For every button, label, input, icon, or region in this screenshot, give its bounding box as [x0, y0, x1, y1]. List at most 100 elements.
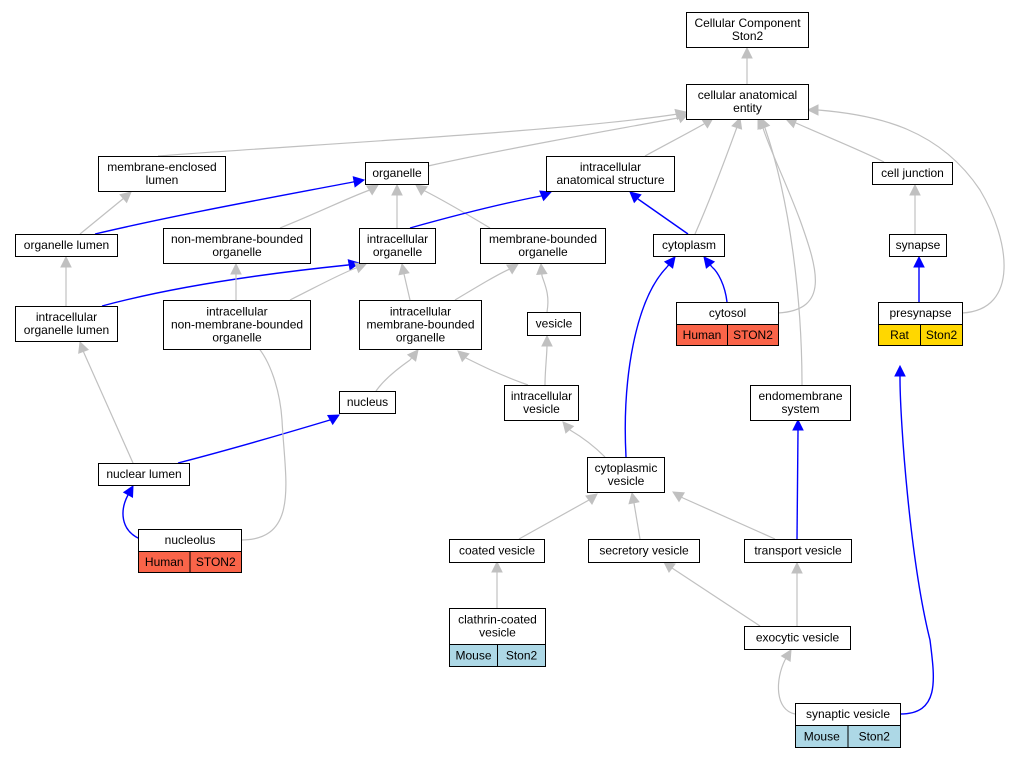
- node-cell-junction-label: cell junction: [881, 166, 944, 180]
- node-vesicle[interactable]: vesicle: [527, 312, 581, 336]
- node-intracellular-non-membrane-bounded-organelle-label: intracellular: [206, 305, 267, 319]
- node-cytosol-label: cytosol: [709, 306, 746, 320]
- edge-synaptic-vesicle-to-exocytic-vesicle-tail: [784, 658, 787, 661]
- edge-intracellular-vesicle-to-vesicle: [544, 344, 548, 386]
- node-organelle-lumen[interactable]: organelle lumen: [15, 234, 118, 257]
- node-nucleolus-label: nucleolus: [165, 533, 216, 547]
- node-coated-vesicle[interactable]: coated vesicle: [449, 539, 545, 563]
- node-cytoplasm[interactable]: cytoplasm: [653, 234, 725, 257]
- edge-organelle-lumen-to-organelle-arrowhead: [352, 176, 366, 188]
- node-cellular-anatomical-entity-box[interactable]: [686, 84, 809, 120]
- edge-endomembrane-system-to-cellular-anatomical-entity-arrowhead: [759, 116, 771, 130]
- node-intracellular-organelle-box[interactable]: [359, 228, 436, 264]
- node-cytosol-gene-cell: [727, 324, 779, 346]
- node-intracellular-organelle-lumen-label: intracellular: [36, 310, 97, 324]
- edge-intracellular-organelle-lumen-to-organelle-lumen-arrowhead: [60, 255, 72, 268]
- node-cytoplasmic-vesicle-box[interactable]: [587, 457, 665, 493]
- node-membrane-enclosed-lumen-box[interactable]: [98, 156, 226, 192]
- edge-intracellular-vesicle-to-intracellular-membrane-bounded-organelle-arrowhead: [457, 350, 470, 363]
- node-exocytic-vesicle-box[interactable]: [744, 626, 851, 650]
- node-non-membrane-bounded-organelle-label: organelle: [212, 245, 262, 259]
- edge-organelle-lumen-to-membrane-enclosed-lumen: [79, 197, 125, 235]
- edge-organelle-lumen-to-organelle: [94, 181, 354, 235]
- node-intracellular-organelle-label: intracellular: [367, 232, 428, 246]
- node-synaptic-vesicle-species: Mouse: [804, 730, 840, 744]
- node-synapse-box[interactable]: [889, 234, 947, 257]
- node-presynapse-label: presynapse: [889, 306, 951, 320]
- edge-intracellular-membrane-bounded-organelle-to-membrane-bounded-organelle: [454, 268, 511, 301]
- edge-transport-vesicle-to-cytoplasmic-vesicle-arrowhead: [672, 491, 685, 503]
- node-synapse[interactable]: synapse: [889, 234, 947, 257]
- edge-cytoplasm-to-intracellular-anatomical-structure-arrowhead: [629, 191, 642, 204]
- node-coated-vesicle-box[interactable]: [449, 539, 545, 563]
- node-intracellular-organelle-lumen-box[interactable]: [15, 306, 118, 342]
- node-intracellular-vesicle-box[interactable]: [504, 385, 579, 421]
- edge-transport-vesicle-to-cytoplasmic-vesicle-tail: [681, 496, 684, 499]
- node-cytoplasmic-vesicle-label: vesicle: [608, 474, 645, 488]
- node-organelle-lumen-box[interactable]: [15, 234, 118, 257]
- node-nucleus[interactable]: nucleus: [339, 391, 396, 414]
- node-cell-junction[interactable]: cell junction: [872, 162, 953, 185]
- node-endomembrane-system-label: endomembrane: [758, 389, 842, 403]
- node-intracellular-vesicle-label: intracellular: [511, 389, 572, 403]
- node-cellular-component-box[interactable]: [686, 12, 809, 48]
- node-non-membrane-bounded-organelle-box[interactable]: [163, 228, 311, 264]
- node-intracellular-anatomical-structure-box[interactable]: [546, 156, 675, 192]
- node-synapse-label: synapse: [896, 238, 941, 252]
- node-intracellular-non-membrane-bounded-organelle[interactable]: intracellularnon-membrane-boundedorganel…: [163, 300, 311, 350]
- node-intracellular-membrane-bounded-organelle-box[interactable]: [359, 300, 482, 350]
- node-nuclear-lumen-label: nuclear lumen: [106, 467, 181, 481]
- node-organelle-box[interactable]: [365, 162, 429, 185]
- node-nucleolus-species: Human: [145, 555, 184, 569]
- node-presynapse-gene: Ston2: [926, 328, 958, 342]
- node-nuclear-lumen[interactable]: nuclear lumen: [98, 463, 190, 486]
- edge-membrane-bounded-organelle-to-organelle: [422, 189, 491, 229]
- node-endomembrane-system-box[interactable]: [750, 385, 851, 421]
- node-nuclear-lumen-box[interactable]: [98, 463, 190, 486]
- node-intracellular-anatomical-structure-label: anatomical structure: [556, 173, 664, 187]
- edge-intracellular-organelle-to-intracellular-anatomical-structure-arrowhead: [539, 190, 553, 202]
- node-organelle[interactable]: organelle: [365, 162, 429, 185]
- node-exocytic-vesicle[interactable]: exocytic vesicle: [744, 626, 851, 650]
- edge-presynapse-to-synapse-arrowhead: [913, 255, 925, 268]
- edge-intracellular-vesicle-to-intracellular-membrane-bounded-organelle: [465, 357, 529, 386]
- edge-non-membrane-bounded-organelle-to-organelle: [279, 189, 371, 229]
- node-membrane-enclosed-lumen-label: lumen: [146, 173, 179, 187]
- node-transport-vesicle[interactable]: transport vesicle: [744, 539, 852, 563]
- node-intracellular-non-membrane-bounded-organelle-box[interactable]: [163, 300, 311, 350]
- node-nucleolus-gene: STON2: [196, 555, 236, 569]
- node-nucleus-box[interactable]: [339, 391, 396, 414]
- node-transport-vesicle-box[interactable]: [744, 539, 852, 563]
- node-cytoplasm-box[interactable]: [653, 234, 725, 257]
- node-clathrin-coated-vesicle-label: vesicle: [479, 626, 516, 640]
- node-membrane-bounded-organelle-box[interactable]: [480, 228, 606, 264]
- edge-exocytic-vesicle-to-secretory-vesicle: [671, 567, 761, 627]
- node-intracellular-vesicle-label: vesicle: [523, 402, 560, 416]
- edge-intracellular-membrane-bounded-organelle-to-intracellular-organelle-arrowhead: [398, 262, 410, 276]
- node-secretory-vesicle[interactable]: secretory vesicle: [588, 539, 700, 563]
- node-secretory-vesicle-box[interactable]: [588, 539, 700, 563]
- node-cell-junction-box[interactable]: [872, 162, 953, 185]
- edge-nucleolus-to-nuclear-lumen: [122, 494, 141, 540]
- edge-synaptic-vesicle-to-exocytic-vesicle: [777, 659, 796, 715]
- edge-intracellular-non-membrane-bounded-organelle-to-non-membrane-bounded-organelle-arrowhead: [230, 262, 242, 275]
- node-vesicle-box[interactable]: [527, 312, 581, 336]
